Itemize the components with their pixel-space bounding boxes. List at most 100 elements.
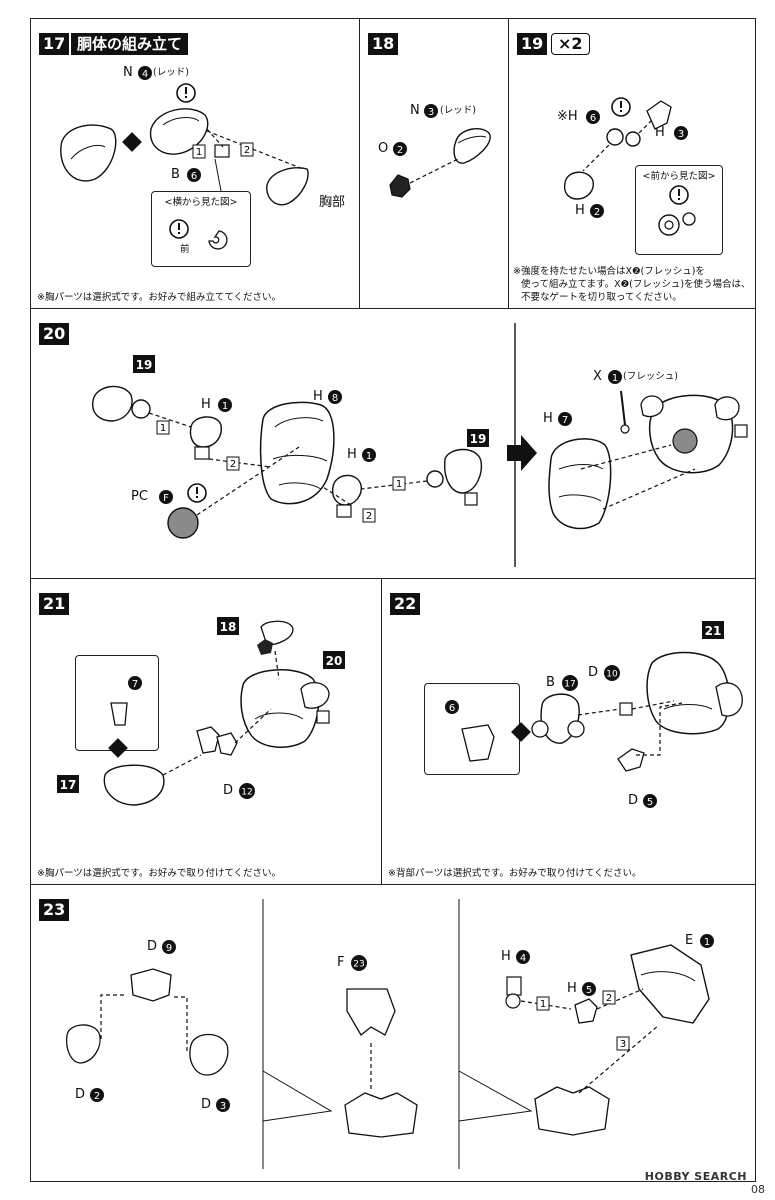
order-box-1: 1	[392, 476, 406, 491]
shoulder-assembly-19	[92, 385, 133, 422]
order-box-3: 3	[616, 1036, 630, 1051]
part-number-text: 2	[594, 207, 600, 218]
part-number-d3: 3	[216, 1098, 230, 1112]
order-box-2: 2	[362, 508, 376, 523]
part-label-h6: ※H	[557, 109, 578, 124]
inset-title: <前から見た図>	[642, 171, 716, 182]
part-label-h1b: H	[347, 447, 357, 462]
joint-part-h1	[331, 474, 362, 506]
part-label-h5: H	[567, 981, 577, 996]
joint-part-h4	[506, 976, 522, 996]
part-label-d5: D	[628, 793, 639, 808]
part-label-o: O	[378, 141, 389, 156]
part-label-b17: B	[546, 675, 555, 690]
step-number: 20	[39, 323, 70, 345]
front-view-inset: <前から見た図>	[635, 165, 723, 255]
joint-part-h1	[189, 416, 222, 448]
torso-assembly-20	[240, 669, 320, 748]
hip-part-d3	[189, 1033, 229, 1076]
part-label-n: N	[123, 65, 133, 80]
order-box-2: 2	[602, 990, 616, 1005]
side-view-inset: <横から見た図> 前	[151, 191, 251, 267]
waist-part-h7	[548, 438, 612, 530]
part-number-text: 12	[241, 788, 252, 798]
part-number-text: 6	[191, 171, 197, 182]
step-ref-text: 20	[326, 654, 343, 668]
part-label-h8: H	[313, 389, 323, 404]
order-box-text: 3	[620, 1039, 626, 1050]
step-ref-text: 21	[705, 624, 722, 638]
order-box-text: 2	[366, 511, 372, 522]
step-ref-21: 21	[702, 621, 724, 639]
part-number-b6: 6	[187, 168, 201, 182]
part-number-text: 1	[612, 373, 618, 384]
order-box-1: 1	[156, 420, 170, 435]
part-label-d2: D	[75, 1087, 86, 1102]
front-label: 前	[180, 244, 190, 255]
part-b6	[214, 144, 230, 158]
step-20-panel: 20 H H H PC X (フレッシュ) H 19 19 1 8 1 F 1 …	[30, 308, 756, 580]
part-label-h1a: H	[201, 397, 211, 412]
part-number-f23: 23	[351, 955, 367, 971]
part-number-text: 3	[428, 107, 434, 118]
step-22-panel: 22 D B D D 21 6 17 10 5 ※背部パーツは選択式です。お好み…	[381, 578, 756, 886]
quantity-badge: ×2	[551, 33, 590, 55]
step-21-panel: 21 D D 18 20 17 7 12 ※胸パーツは選択式です。お好みで取り付…	[30, 578, 383, 886]
chest-assembly-17	[103, 764, 165, 806]
part-number-x1: 1	[608, 370, 622, 384]
hip-block-e1	[630, 944, 710, 1024]
page-number: 08	[751, 1183, 765, 1196]
warning-icon	[611, 97, 631, 117]
part-number-o2: 2	[393, 142, 407, 156]
part-label-d3: D	[201, 1097, 212, 1112]
warning-icon	[669, 185, 689, 205]
part-number-text: 9	[166, 943, 172, 954]
part-number-h1: 1	[362, 448, 376, 462]
part-number-text: 4	[520, 953, 526, 964]
part-number-d6: 6	[445, 700, 459, 714]
part-number-d5: 5	[643, 794, 657, 808]
next-arrow-icon	[507, 435, 537, 471]
hip-part-d2	[65, 1024, 101, 1064]
step-ref-19: 19	[133, 355, 155, 373]
part-number-text: 6	[590, 113, 596, 124]
selection-diamond-icon	[108, 738, 128, 758]
hip-assembly	[344, 1092, 418, 1138]
part-d5	[617, 748, 645, 772]
part-number-text: 1	[366, 451, 372, 462]
part-label-n: N	[410, 103, 420, 118]
part-number-text: 2	[397, 145, 403, 156]
step-23-illustration: 9 2 3 23 4 5 1 1 2 3	[65, 899, 714, 1169]
torso-frame-h8	[259, 401, 335, 505]
step-note-line2: 使って組み立てます。X❷(フレッシュ)を使う場合は、	[521, 279, 751, 290]
part-label-f23: F	[337, 955, 345, 970]
step-18-illustration: 3 2	[389, 104, 491, 198]
part-number-h8: 8	[328, 390, 342, 404]
part-label-d12: D	[223, 783, 234, 798]
step-ref-18: 18	[217, 617, 239, 635]
step-title: 胴体の組み立て	[71, 33, 189, 55]
step-note-line3: 不要なゲートを切り取ってください。	[521, 292, 682, 303]
order-box-text: 2	[244, 145, 250, 156]
part-number-h4: 4	[516, 950, 530, 964]
step-17-illustration: 4 5 6 1 2	[60, 66, 309, 250]
part-number-text: 7	[562, 415, 568, 426]
shoulder-assembly-19	[444, 448, 483, 494]
joint-part-h2	[563, 171, 594, 200]
step-ref-text: 19	[136, 358, 153, 372]
part-number-text: 5	[586, 985, 592, 996]
chest-part-j5	[60, 124, 117, 182]
step-ref-text: 17	[60, 778, 77, 792]
warning-icon	[176, 83, 196, 103]
step-number: 22	[390, 593, 421, 615]
step-number: 18	[368, 33, 399, 55]
step-number: 21	[39, 593, 70, 615]
part-label-pc: PC	[131, 489, 148, 504]
step-note: ※胸パーツは選択式です。お好みで取り付けてください。	[37, 868, 282, 879]
part-number-text: 2	[94, 1091, 100, 1102]
order-box-1: 1	[536, 996, 550, 1011]
order-box-text: 1	[160, 423, 166, 434]
step-note: ※背部パーツは選択式です。お好みで取り付けてください。	[388, 868, 642, 879]
step-number: 23	[39, 899, 70, 921]
chest-part-n4	[149, 108, 209, 155]
